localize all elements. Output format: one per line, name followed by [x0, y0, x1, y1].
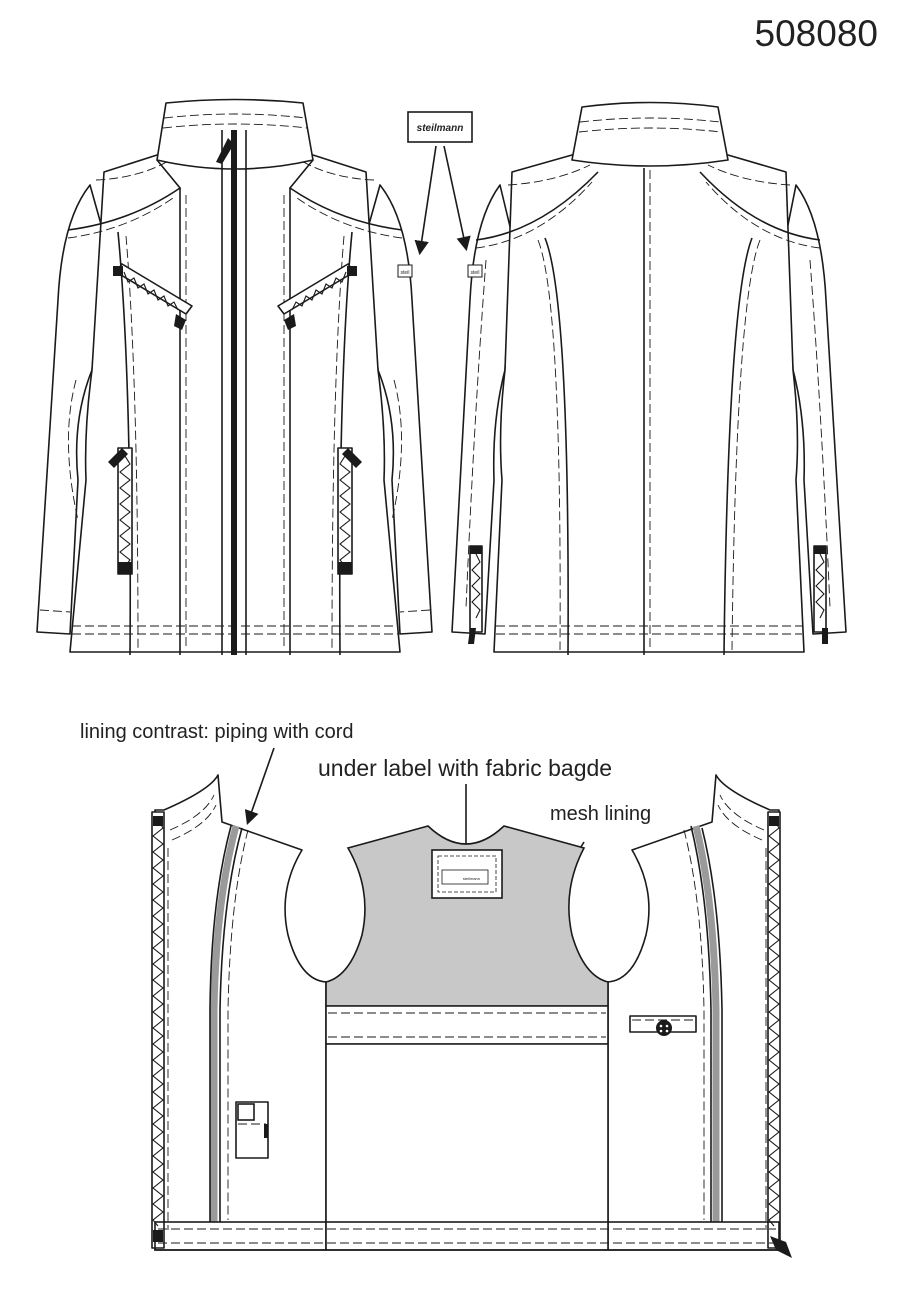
sleeve-brand-tab [467, 264, 483, 278]
back-left-sleeve-zip [468, 545, 483, 644]
zipper-pull-icon [174, 314, 186, 330]
jacket-back-view: steil [451, 101, 847, 656]
hem-facing [154, 1221, 780, 1251]
piping-cord-left [210, 825, 240, 1222]
jacket-front-view: steil [36, 98, 433, 656]
lower-back-panel [325, 1043, 609, 1251]
piping-cord-right [692, 825, 720, 1222]
brand-label [407, 111, 473, 143]
back-waistband [325, 1005, 609, 1045]
center-front-zipper [231, 130, 237, 655]
front-left-yoke [67, 159, 182, 231]
zipper-pull-icon [284, 314, 296, 330]
sleeve-tab-text: steil [471, 270, 480, 276]
annotation-piping: lining contrast: piping with cord [80, 721, 353, 743]
annotation-label: under label with fabric bagde [318, 755, 612, 781]
front-right-lower-zip-pocket [337, 447, 362, 575]
inside-left-front [154, 774, 327, 1251]
back-right-sleeve-zip [813, 545, 828, 644]
sleeve-tab-text: steil [401, 270, 410, 276]
inside-right-front [607, 774, 780, 1251]
style-number: 508080 [755, 13, 878, 54]
front-right-chest-zip-pocket [277, 263, 357, 330]
back-collar [571, 101, 729, 167]
jacket-inside-view: lining contrast: piping with cord under … [80, 721, 792, 1258]
zipper-teeth-left [152, 819, 164, 1227]
fabric-badge-label: steilmann [431, 849, 503, 899]
front-left-lower-zip-pocket [108, 447, 133, 575]
back-right-sleeve [785, 184, 847, 635]
zipper-teeth-right [768, 819, 780, 1227]
back-body [493, 154, 805, 653]
annotation-mesh: mesh lining [550, 803, 651, 825]
zipper-pull-icon [216, 138, 234, 164]
zipper-pull-icon [342, 448, 362, 468]
zipper-pull-icon [108, 448, 128, 468]
back-left-sleeve [451, 184, 513, 635]
zipper-pull-icon [822, 628, 828, 644]
sleeve-brand-tab [397, 264, 413, 278]
badge-brand-text: steilmann [463, 876, 480, 881]
front-left-chest-zip-pocket [113, 263, 193, 330]
front-right-yoke [288, 159, 403, 231]
zipper-pull-icon [468, 628, 476, 644]
inside-phone-pocket [235, 1101, 269, 1159]
mesh-lining [325, 825, 609, 1007]
button-icon [656, 1020, 672, 1036]
brand-label-text: steilmann [417, 123, 464, 134]
brand-label-callout: steilmann [407, 111, 473, 256]
zipper-pull-icon [770, 1236, 792, 1258]
inside-welt-pocket [629, 1015, 697, 1036]
front-right-sleeve [365, 184, 433, 635]
